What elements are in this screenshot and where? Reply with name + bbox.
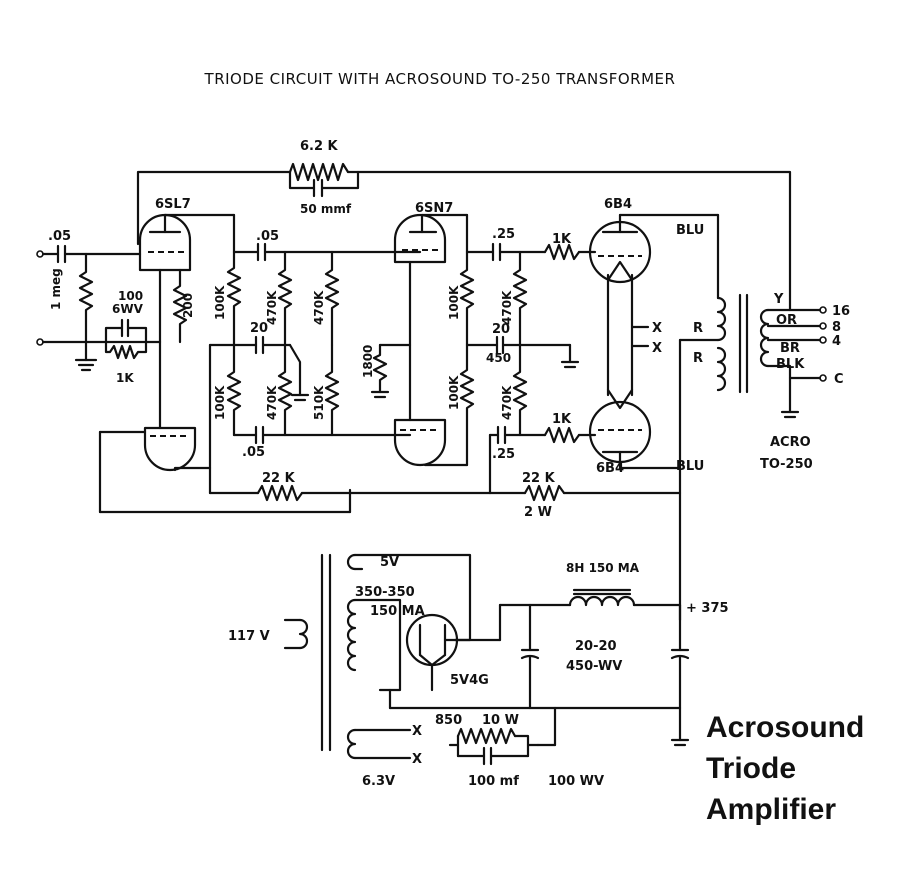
- r510k-label: 510K: [312, 385, 326, 420]
- interstage-network: .05 20 .05 470K 470K 470K 510K 1800: [232, 229, 422, 460]
- blu-top-label: BLU: [676, 223, 704, 238]
- r100k-b-label: 100K: [213, 385, 227, 420]
- v350-label: 350-350: [355, 585, 415, 600]
- v1-label: 6SL7: [155, 197, 191, 212]
- fb-resistor-label: 6.2 K: [300, 139, 339, 154]
- r22k-right-label: 22 K: [522, 471, 556, 486]
- r22k-left-label: 22 K: [262, 471, 296, 486]
- x4-label: X: [412, 752, 422, 767]
- w10-label: 10 W: [482, 713, 519, 728]
- c20-left-label: 20: [250, 321, 268, 336]
- tap-4-label: 4: [832, 334, 841, 349]
- out-or-label: OR: [776, 313, 797, 328]
- r100k-a-label: 100K: [213, 285, 227, 320]
- to250-label: TO-250: [760, 457, 813, 472]
- r1k-top-label: 1K: [552, 232, 572, 247]
- r850-label: 850: [435, 713, 462, 728]
- blu-bot-label: BLU: [676, 459, 704, 474]
- v63-label: 6.3V: [362, 774, 395, 789]
- caption-line-1: Acrosound: [706, 711, 864, 744]
- caption: Acrosound Triode Amplifier: [706, 711, 864, 826]
- power-supply: 117 V 5V 350-350 150 MA 5V4G 8H 150 MA +…: [228, 553, 729, 789]
- x2-label: X: [652, 341, 662, 356]
- output-grid-network: .25 1K 470K 470K 20 450 .25 1K: [465, 227, 597, 495]
- rectifier-label: 5V4G: [450, 673, 489, 688]
- c20-right-voltage: 450: [486, 351, 511, 365]
- input-section: .05 1 meg 100 6WV 1K: [36, 229, 162, 385]
- cathode-cap-voltage: 6WV: [112, 302, 144, 316]
- r100k-d-label: 100K: [447, 375, 461, 410]
- acro-label: ACRO: [770, 435, 811, 450]
- v2-label: 6SN7: [415, 201, 453, 216]
- tube-6sl7: 6SL7 200 100K 100K: [98, 197, 352, 514]
- schematic-title: TRIODE CIRCUIT WITH ACROSOUND TO-250 TRA…: [204, 70, 676, 88]
- r470k-a-label: 470K: [265, 290, 279, 325]
- r470k-e-label: 470K: [500, 385, 514, 420]
- r470k-c-label: 470K: [265, 385, 279, 420]
- r1k-bot-label: 1K: [552, 412, 572, 427]
- mf100-label: 100 mf: [468, 774, 519, 789]
- feedback-network: 6.2 K 50 mmf: [136, 139, 792, 312]
- r200-label: 200: [181, 293, 195, 318]
- ma150-label: 150 MA: [370, 604, 425, 619]
- grid-res-label: 1 meg: [49, 268, 63, 310]
- output-tubes: 6B4 BLU X X 6B4 BLU: [588, 197, 720, 476]
- cathode-cap-label: 100: [118, 289, 143, 303]
- c25-bot-label: .25: [492, 447, 515, 462]
- x3-label: X: [412, 724, 422, 739]
- r100k-c-label: 100K: [447, 285, 461, 320]
- cathode-res-label: 1K: [116, 371, 134, 385]
- c05-top-label: .05: [256, 229, 279, 244]
- r1800-label: 1800: [361, 345, 375, 378]
- c20-right-label: 20: [492, 322, 510, 337]
- out-y-label: Y: [773, 292, 784, 307]
- input-cap-label: .05: [48, 229, 71, 244]
- output-transformer: R R Y OR BR BLK 16 8 4 C ACRO TO-250: [678, 213, 850, 622]
- fb-cap-label: 50 mmf: [300, 202, 352, 216]
- v3-top-label: 6B4: [604, 197, 632, 212]
- out-blk-label: BLK: [776, 357, 805, 372]
- caption-line-3: Amplifier: [706, 793, 836, 826]
- c25-top-label: .25: [492, 227, 515, 242]
- filter-wv-label: 450-WV: [566, 659, 622, 674]
- feedback-22k-right: 22 K 2 W: [488, 471, 682, 520]
- r470k-d-label: 470K: [500, 290, 514, 325]
- r-bot-label: R: [693, 351, 703, 366]
- r-top-label: R: [693, 321, 703, 336]
- b-plus-label: + 375: [686, 601, 729, 616]
- filter-caps-label: 20-20: [575, 639, 617, 654]
- x1-label: X: [652, 321, 662, 336]
- tube-6sn7: 6SN7 100K 100K: [393, 201, 475, 467]
- v3-bottom-label: 6B4: [596, 461, 624, 476]
- v117-label: 117 V: [228, 629, 270, 644]
- r22k-right-watt: 2 W: [524, 505, 552, 520]
- tap-16-label: 16: [832, 304, 850, 319]
- c05-bot-label: .05: [242, 445, 265, 460]
- feedback-22k-left: 22 K: [208, 466, 492, 502]
- choke-label: 8H 150 MA: [566, 561, 640, 575]
- r470k-b-label: 470K: [312, 290, 326, 325]
- tap-c-label: C: [834, 372, 844, 387]
- out-br-label: BR: [780, 341, 800, 356]
- caption-line-2: Triode: [706, 752, 796, 785]
- tap-8-label: 8: [832, 320, 841, 335]
- wv100-label: 100 WV: [548, 774, 604, 789]
- v5-label: 5V: [380, 555, 399, 570]
